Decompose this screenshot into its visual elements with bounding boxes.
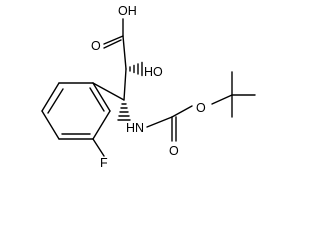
bond-cboc-oester [171, 105, 193, 118]
fluorophenyl-ring [41, 82, 111, 140]
atom-ho-hydroxyl: HO [144, 65, 163, 79]
atom-hn: HN [126, 121, 144, 135]
bond-oester-cquat [211, 94, 233, 105]
bond-n-cboc [146, 116, 173, 128]
bond-ring-f [92, 138, 105, 157]
atom-f: F [100, 156, 108, 170]
hash-bond-ca-oh [129, 61, 143, 77]
atom-oh-acid: OH [118, 4, 137, 18]
bond-cooh-c-o-double-a [103, 35, 124, 45]
bond-cooh-c-o-double-b [103, 39, 122, 49]
bond-ca-cb [123, 68, 127, 101]
hash-bond-cb-n [117, 103, 131, 121]
bond-cb-aryl [92, 82, 125, 101]
atom-o-ester: O [196, 101, 206, 115]
bond-ca-cooh [122, 35, 127, 70]
chemical-structure: OH O HO O HN O F [41, 4, 256, 170]
atom-o-boc-carbonyl: O [169, 144, 179, 158]
atom-o-carbonyl: O [91, 39, 101, 53]
